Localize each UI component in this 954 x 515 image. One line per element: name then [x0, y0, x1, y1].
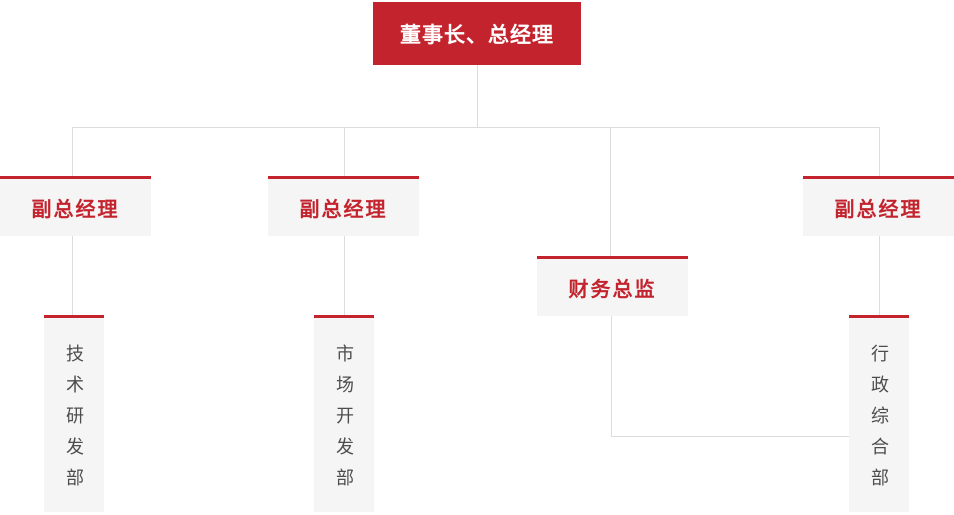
- org-node-chairman-general-manager: 董事长、总经理: [373, 2, 581, 65]
- connector-drop-deputy-1: [72, 128, 73, 176]
- connector-deputy-1-to-tech-dept: [72, 236, 73, 315]
- connector-deputy-3-to-admin-dept: [879, 236, 880, 315]
- connector-finance-director-to-admin-dept: [611, 436, 849, 437]
- connector-drop-finance-director: [610, 128, 611, 256]
- org-node-admin-general-dept: 行政综合部: [849, 315, 909, 512]
- org-node-label: 技术研发部: [64, 344, 84, 499]
- org-node-deputy-general-manager-2: 副总经理: [268, 176, 419, 236]
- org-node-label: 市场开发部: [334, 344, 354, 499]
- org-node-label: 财务总监: [568, 279, 657, 301]
- org-node-label: 副总经理: [834, 199, 923, 221]
- org-node-tech-rd-dept: 技术研发部: [44, 315, 104, 512]
- org-node-label: 副总经理: [299, 199, 388, 221]
- connector-deputy-2-to-market-dept: [344, 236, 345, 315]
- org-node-label: 副总经理: [31, 199, 120, 221]
- connector-drop-deputy-2: [344, 128, 345, 176]
- org-node-deputy-general-manager-3: 副总经理: [803, 176, 954, 236]
- connector-root-stem: [477, 65, 478, 127]
- org-node-label: 董事长、总经理: [400, 23, 554, 47]
- org-node-deputy-general-manager-1: 副总经理: [0, 176, 151, 236]
- connector-drop-deputy-3: [879, 128, 880, 176]
- org-node-finance-director: 财务总监: [537, 256, 688, 316]
- connector-finance-director-vertical: [611, 316, 612, 436]
- connector-main-horizontal: [72, 127, 880, 128]
- org-node-label: 行政综合部: [869, 344, 889, 499]
- org-node-market-dev-dept: 市场开发部: [314, 315, 374, 512]
